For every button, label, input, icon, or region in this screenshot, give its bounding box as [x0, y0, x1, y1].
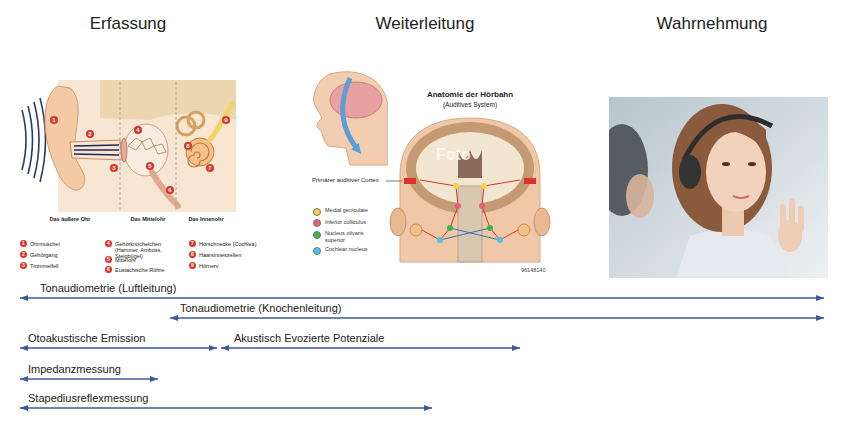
- legend-item: Inferior colliculus: [313, 219, 381, 228]
- legend-swatch: [313, 208, 321, 216]
- callout-number: 9: [222, 116, 230, 124]
- legend-item: Cochlear nucleus: [313, 246, 381, 255]
- legend-text: Inferior colliculus: [325, 219, 381, 226]
- part-name: Gehörgang: [30, 252, 58, 258]
- legend-swatch: [313, 231, 321, 239]
- callout-number: 3: [20, 262, 27, 269]
- section-label: Das Innenohr: [188, 216, 223, 222]
- head-profile: [314, 72, 388, 165]
- column-heading: Wahrnehmung: [657, 14, 768, 34]
- callout-number: 4: [134, 126, 142, 134]
- listener-photo: [609, 97, 828, 278]
- legend-item: Nucleus olivaris superior: [313, 230, 381, 243]
- watermark: Foto: [436, 146, 471, 164]
- part-name: Ohrmuschel: [30, 241, 60, 247]
- method-label: Tonaudiometrie (Knochenleitung): [180, 302, 341, 315]
- figure-subtitle: (Auditives System): [443, 101, 497, 108]
- callout-number: 5: [146, 162, 154, 170]
- ear-illustration: [22, 80, 236, 212]
- method-label: Stapediusreflexmessung: [28, 392, 148, 405]
- part-name: Trommelfell: [30, 263, 59, 269]
- callout-number: 2: [86, 130, 94, 138]
- callout-number: 8: [189, 251, 196, 258]
- callout-number: 3: [110, 164, 118, 172]
- callout-number: 1: [50, 116, 58, 124]
- legend-swatch: [313, 219, 321, 227]
- brain-section: [386, 86, 555, 278]
- image-id: 96148140: [521, 267, 545, 273]
- part-name: Hörnerv: [199, 263, 219, 269]
- legend-text: Cochlear nucleus: [325, 246, 381, 253]
- legend-text: Medial geniculate: [325, 207, 381, 214]
- callout-number: 5: [105, 256, 112, 263]
- column-heading: Erfassung: [90, 14, 167, 34]
- structure-label: Primärer auditiver Cortex: [312, 177, 379, 184]
- callout-number: 4: [105, 240, 112, 247]
- part-name: Mittelohr: [115, 257, 136, 263]
- callout-number: 9: [189, 262, 196, 269]
- legend-text: Nucleus olivaris superior: [325, 230, 381, 243]
- part-name: Hörschnecke (Cochlea): [199, 241, 256, 247]
- callout-number: 6: [105, 266, 112, 273]
- callout-number: 7: [189, 240, 196, 247]
- legend-swatch: [313, 247, 321, 255]
- callout-number: 2: [20, 251, 27, 258]
- range-arrows: [20, 298, 824, 408]
- method-label: Otoakustische Emission: [28, 332, 145, 345]
- method-label: Tonaudiometrie (Luftleitung): [40, 282, 176, 295]
- section-label: Das äußere Ohr: [50, 216, 91, 222]
- column-heading: Weiterleitung: [376, 14, 475, 34]
- part-name: Eustachische Röhre: [115, 267, 164, 273]
- figure-title: Anatomie der Hörbahn: [427, 90, 513, 99]
- section-label: Das Mittelohr: [131, 216, 166, 222]
- legend-item: Medial geniculate: [313, 207, 381, 216]
- method-label: Impedanzmessung: [28, 363, 121, 376]
- callout-number: 8: [184, 142, 192, 150]
- callout-number: 6: [166, 186, 174, 194]
- part-name: Haarsinneszellen: [199, 252, 241, 258]
- callout-number: 1: [20, 240, 27, 247]
- method-label: Akustisch Evozierte Potenziale: [234, 332, 384, 345]
- callout-number: 7: [206, 164, 214, 172]
